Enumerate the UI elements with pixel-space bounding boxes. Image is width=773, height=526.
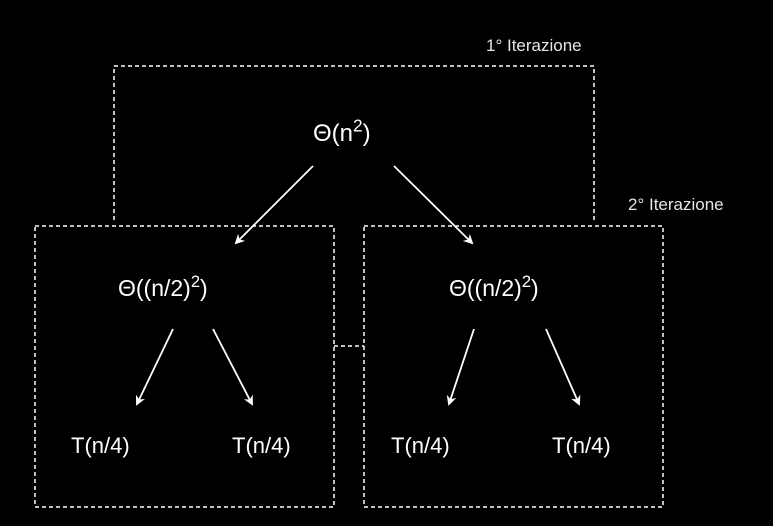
right-child-left-arrow [446, 328, 475, 406]
right-child-base: Θ((n/2) [449, 275, 522, 301]
second-iteration-right-box [363, 225, 664, 508]
leaf-node-4: T(n/4) [552, 433, 611, 458]
right-child-close: ) [531, 275, 539, 301]
left-child-node: Θ((n/2)2) [118, 273, 208, 301]
left-child-close: ) [200, 275, 208, 301]
first-iteration-frame [113, 65, 595, 220]
root-node: Θ(n2) [313, 117, 371, 147]
right-child-node: Θ((n/2)2) [449, 273, 539, 301]
leaf-node-2: T(n/4) [232, 433, 291, 458]
first-iteration-label: 1° Iterazione [486, 36, 582, 55]
left-child-exponent: 2 [190, 271, 201, 291]
second-iteration-label: 2° Iterazione [628, 195, 724, 214]
left-child-right-arrow [212, 328, 253, 406]
root-left-arrow [234, 165, 314, 245]
root-node-base: Θ(n [313, 120, 354, 147]
root-right-arrow [393, 165, 474, 245]
second-iteration-left-box [34, 225, 335, 508]
leaf-node-3: T(n/4) [391, 433, 450, 458]
root-node-exponent: 2 [353, 115, 363, 136]
left-child-left-arrow [135, 328, 174, 406]
root-node-close: ) [362, 120, 371, 147]
right-child-right-arrow [545, 328, 581, 406]
right-child-exponent: 2 [521, 271, 532, 291]
leaf-node-1: T(n/4) [71, 433, 130, 458]
left-child-base: Θ((n/2) [118, 275, 191, 301]
